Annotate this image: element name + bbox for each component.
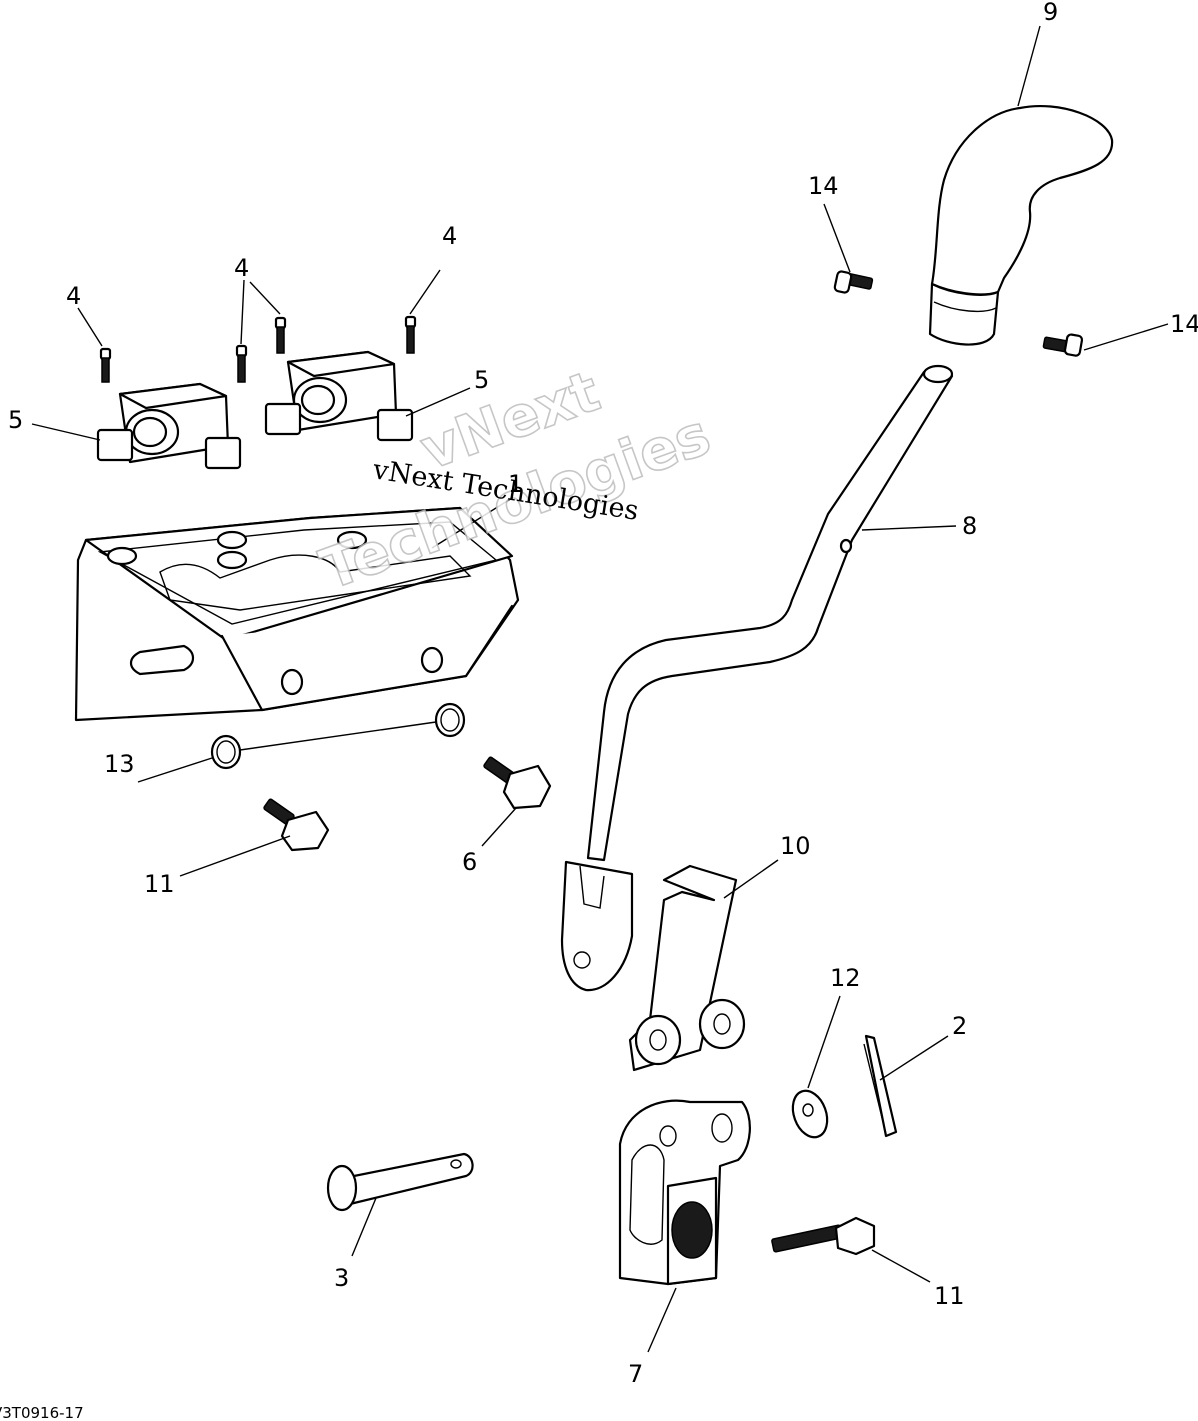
callout-8: 8 bbox=[962, 512, 977, 540]
o-ring-13-left bbox=[210, 734, 242, 770]
callout-11-right: 11 bbox=[934, 1282, 965, 1310]
callout-14-top: 14 bbox=[808, 172, 839, 200]
screw-14-left bbox=[833, 270, 874, 294]
callout-numbers: 9 14 14 4 4 4 5 5 1 8 13 6 11 10 12 2 3 … bbox=[8, 0, 1198, 1388]
callout-1: 1 bbox=[508, 470, 523, 498]
clevis-pin-3 bbox=[326, 1152, 474, 1212]
bolt-11-right bbox=[771, 1216, 876, 1256]
base-bracket bbox=[74, 506, 520, 722]
o-ring-13-right bbox=[434, 702, 466, 738]
callout-4-right: 4 bbox=[442, 222, 457, 250]
reference-code: V3T0916-17 bbox=[0, 1404, 84, 1421]
callout-13: 13 bbox=[104, 750, 135, 778]
callout-3: 3 bbox=[334, 1264, 349, 1292]
callout-11-left: 11 bbox=[144, 870, 175, 898]
screw-4-a bbox=[99, 347, 112, 383]
leader-lines bbox=[31, 25, 1169, 1353]
screw-4-c bbox=[274, 316, 287, 354]
callout-14-right: 14 bbox=[1170, 310, 1198, 338]
callout-9: 9 bbox=[1043, 0, 1058, 26]
screw-14-right bbox=[1042, 333, 1084, 357]
screw-4-d bbox=[404, 315, 417, 354]
shift-lever bbox=[560, 364, 954, 992]
yoke-7 bbox=[618, 1099, 751, 1286]
bolt-6 bbox=[483, 756, 552, 810]
callout-12: 12 bbox=[830, 964, 861, 992]
callout-5-left: 5 bbox=[8, 406, 23, 434]
block-5-left bbox=[96, 382, 242, 470]
callout-10: 10 bbox=[780, 832, 811, 860]
screw-4-b bbox=[235, 344, 248, 383]
washer-12 bbox=[791, 1089, 829, 1139]
callout-4-middle: 4 bbox=[234, 254, 249, 282]
callout-5-right: 5 bbox=[474, 366, 489, 394]
bolt-11-left bbox=[263, 798, 330, 852]
callout-7: 7 bbox=[628, 1360, 643, 1388]
shift-knob bbox=[928, 104, 1114, 346]
callout-4-left: 4 bbox=[66, 282, 81, 310]
callout-2: 2 bbox=[952, 1012, 967, 1040]
block-5-right bbox=[264, 350, 414, 442]
callout-6: 6 bbox=[462, 848, 477, 876]
cotter-pin-2 bbox=[863, 1034, 898, 1138]
spring-10 bbox=[628, 864, 746, 1072]
